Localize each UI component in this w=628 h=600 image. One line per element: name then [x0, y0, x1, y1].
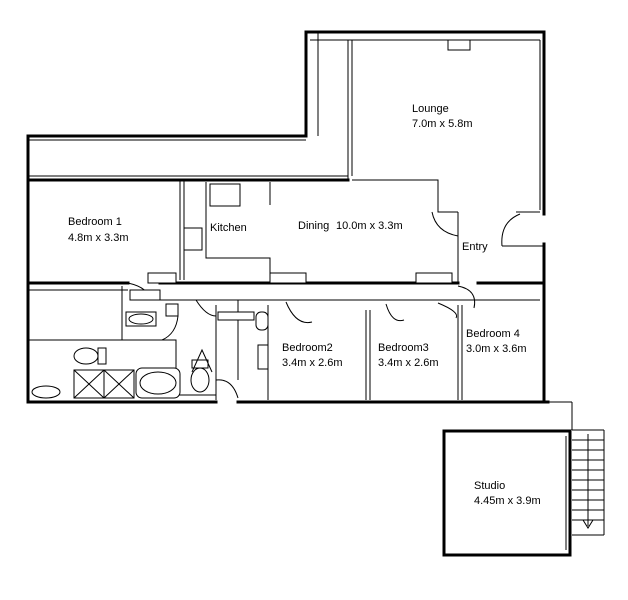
studio-building	[442, 401, 573, 557]
bedroom2-label: Bedroom2	[282, 342, 333, 354]
bedroom4-size: 3.0m x 3.6m	[466, 343, 527, 355]
dining-size: 10.0m x 3.3m	[336, 220, 403, 232]
lounge-label: Lounge	[412, 103, 449, 115]
verandah-lines	[28, 32, 541, 210]
entry-label: Entry	[462, 241, 488, 253]
exterior-walls	[26, 30, 550, 404]
lounge-size: 7.0m x 5.8m	[412, 118, 473, 130]
windows	[147, 39, 471, 370]
studio-size: 4.45m x 3.9m	[474, 495, 541, 507]
bedroom3-label: Bedroom3	[378, 342, 429, 354]
bathroom-fixtures	[31, 289, 269, 399]
room-labels: Lounge 7.0m x 5.8m Bedroom 1 4.8m x 3.3m…	[68, 103, 541, 507]
interior-walls	[28, 179, 540, 400]
bedroom1-size: 4.8m x 3.3m	[68, 232, 129, 244]
bedroom1-label: Bedroom 1	[68, 216, 122, 228]
bedroom2-size: 3.4m x 2.6m	[282, 357, 343, 369]
bedroom4-label: Bedroom 4	[466, 328, 520, 340]
studio-label: Studio	[474, 480, 505, 492]
dining-label: Dining	[298, 220, 329, 232]
bedroom3-size: 3.4m x 2.6m	[378, 357, 439, 369]
stairs	[572, 429, 605, 536]
kitchen-label: Kitchen	[210, 222, 247, 234]
